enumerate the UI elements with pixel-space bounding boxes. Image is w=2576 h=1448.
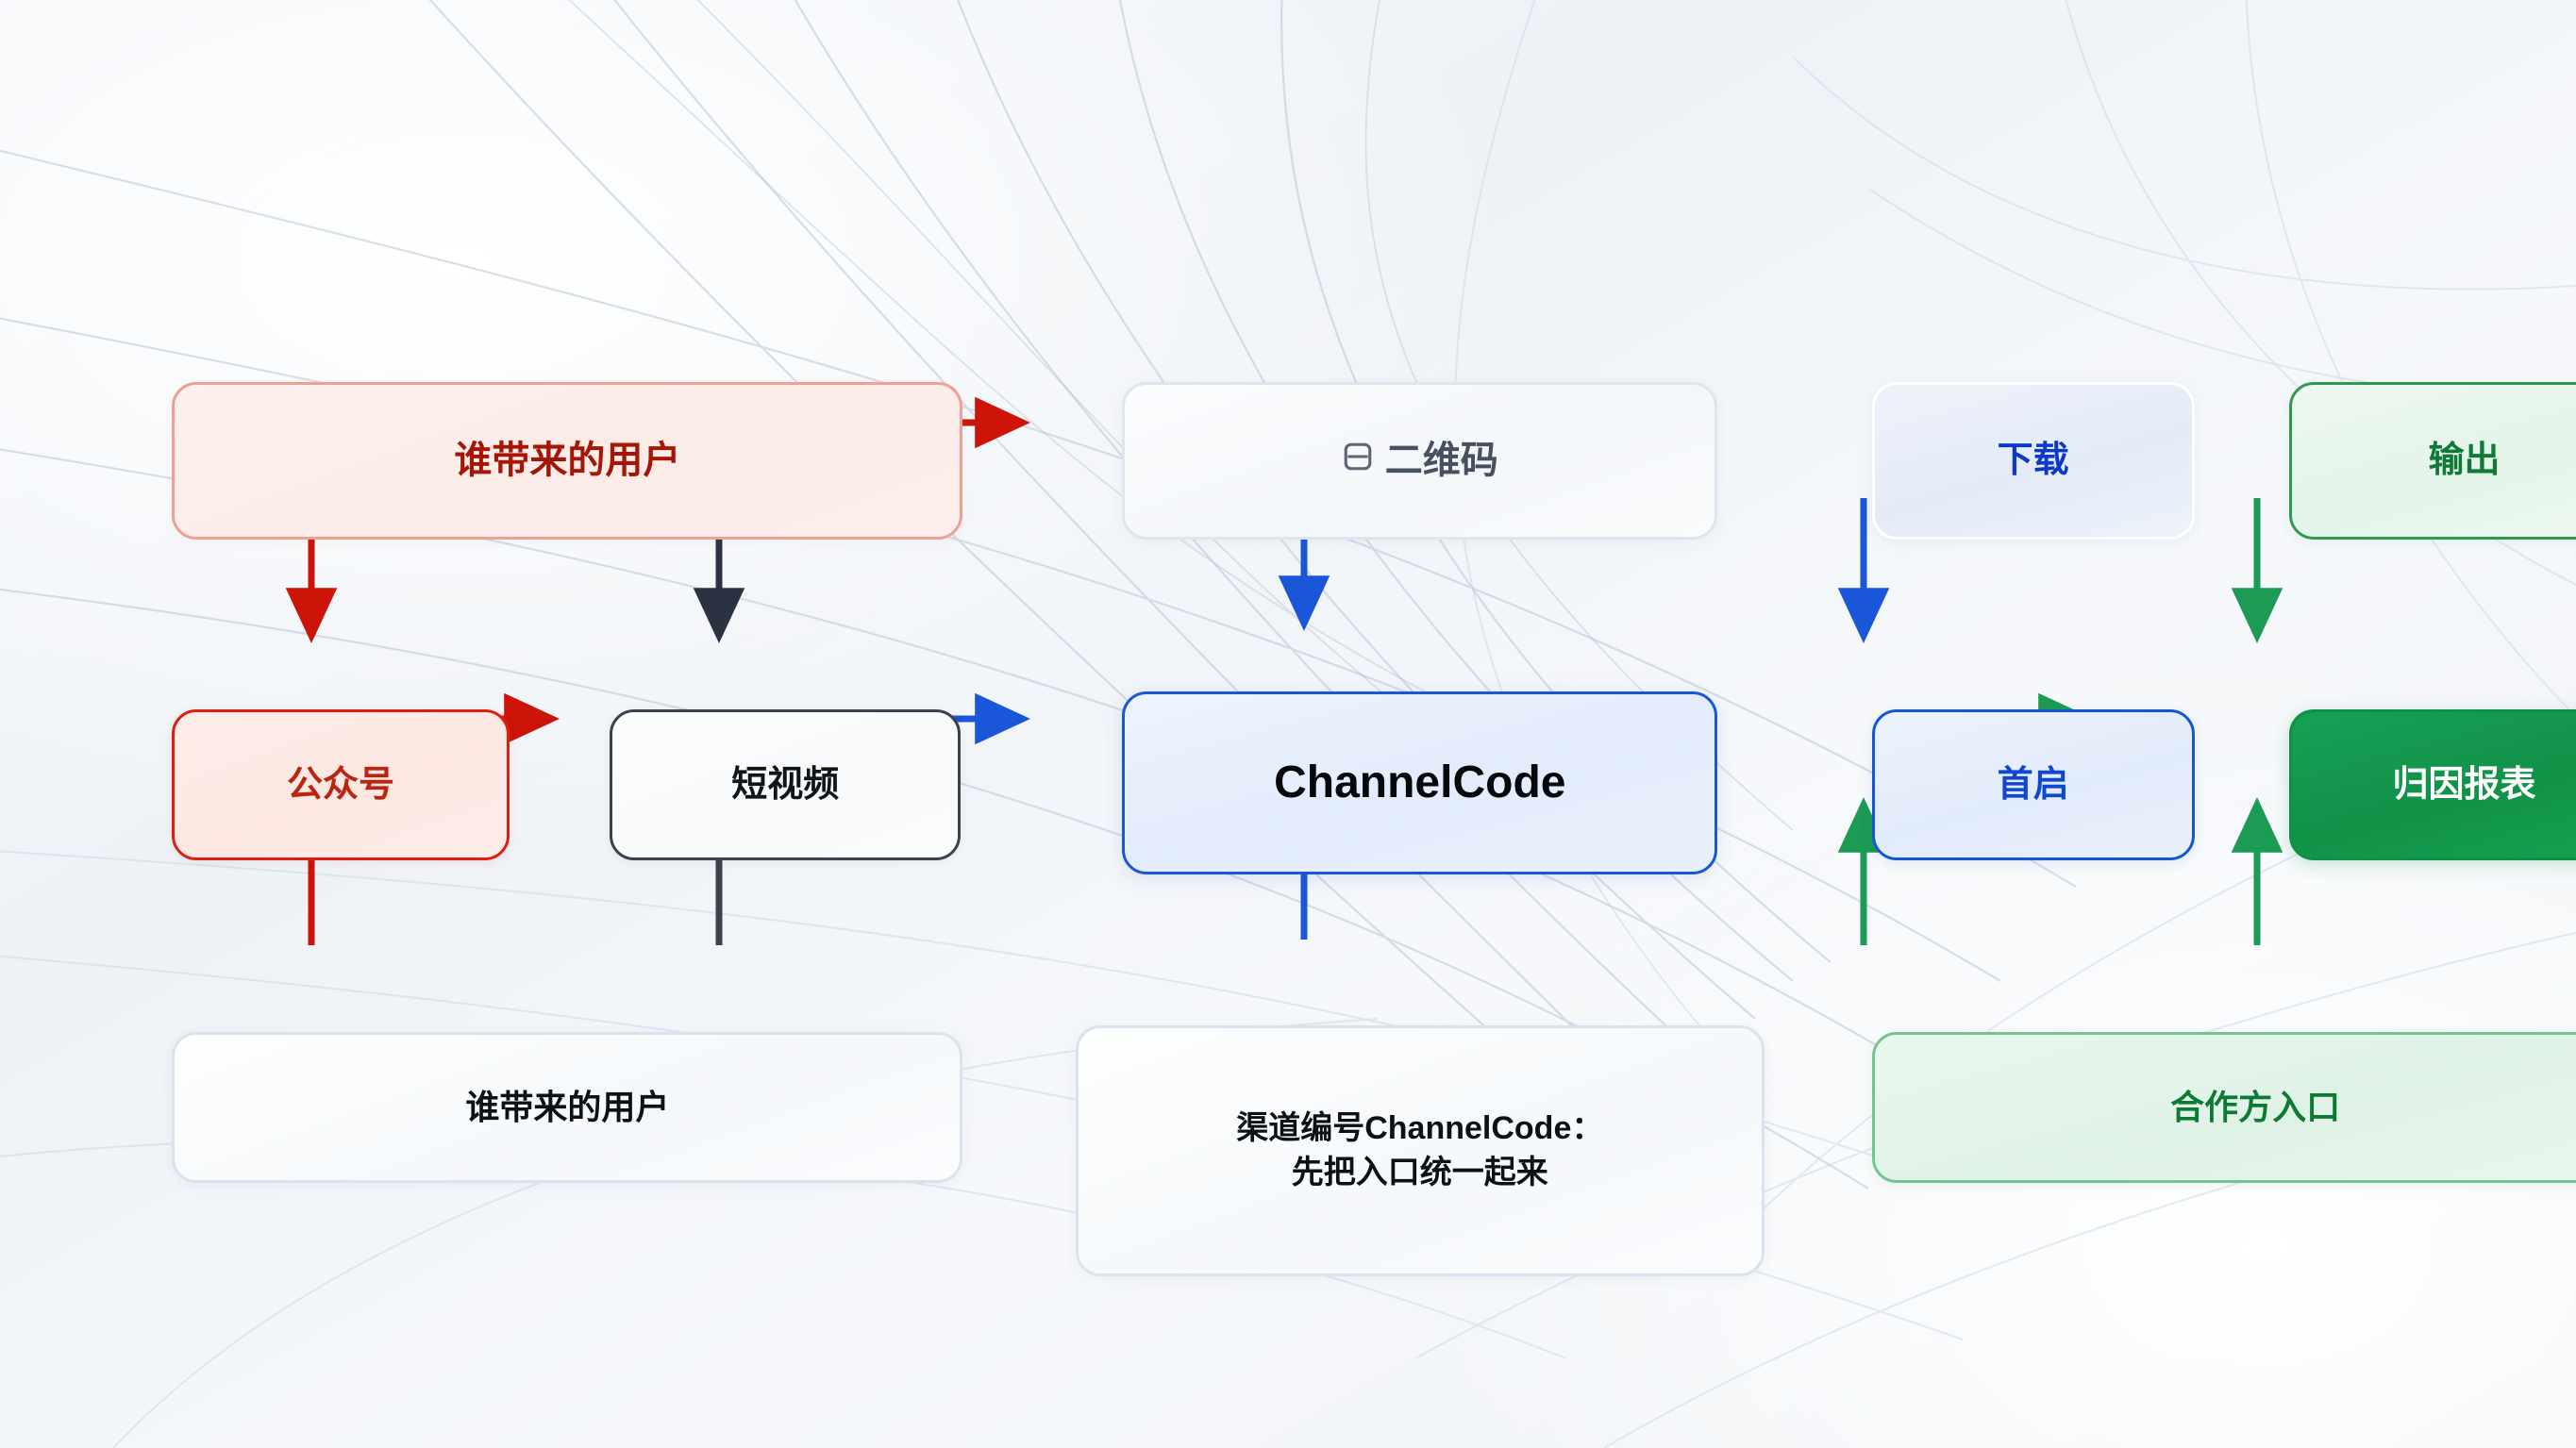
node-label-channelcode-note: 渠道编号ChannelCode： 先把入口统一起来 bbox=[1236, 1109, 1604, 1190]
node-attribution-report[interactable]: 归因报表 bbox=[2289, 709, 2576, 860]
node-label-output: 输出 bbox=[2428, 441, 2501, 481]
node-download[interactable]: 下载 bbox=[1871, 381, 2195, 540]
node-first-launch[interactable]: 首启 bbox=[1871, 709, 2195, 860]
node-who-brought-users-bottom[interactable]: 谁带来的用户 bbox=[172, 1032, 963, 1183]
node-who-brought-users-top[interactable]: 谁带来的用户 bbox=[172, 381, 963, 540]
node-official-account[interactable]: 公众号 bbox=[172, 709, 510, 860]
node-label-attribution-report: 归因报表 bbox=[2392, 764, 2536, 805]
node-short-video[interactable]: 短视频 bbox=[610, 709, 962, 860]
node-channelcode[interactable]: ChannelCode bbox=[1122, 691, 1718, 875]
scan-icon bbox=[1342, 435, 1374, 487]
node-label-official-account: 公众号 bbox=[286, 764, 394, 805]
node-label-partner-entry: 合作方入口 bbox=[2170, 1088, 2341, 1127]
node-label-short-video: 短视频 bbox=[731, 764, 840, 805]
node-label-who-brought-users-bottom: 谁带来的用户 bbox=[465, 1088, 670, 1127]
node-label-download: 下载 bbox=[1997, 441, 2069, 481]
node-channelcode-note[interactable]: 渠道编号ChannelCode： 先把入口统一起来 bbox=[1076, 1024, 1765, 1276]
node-output[interactable]: 输出 bbox=[2289, 381, 2576, 540]
node-partner-entry[interactable]: 合作方入口 bbox=[1871, 1032, 2576, 1183]
node-label-channelcode: ChannelCode bbox=[1274, 757, 1566, 808]
node-label-who-brought-users-top: 谁带来的用户 bbox=[454, 439, 681, 481]
node-qrcode[interactable]: 二维码 bbox=[1122, 381, 1718, 540]
node-label-first-launch: 首启 bbox=[1997, 764, 2069, 805]
node-label-qrcode: 二维码 bbox=[1384, 439, 1498, 481]
